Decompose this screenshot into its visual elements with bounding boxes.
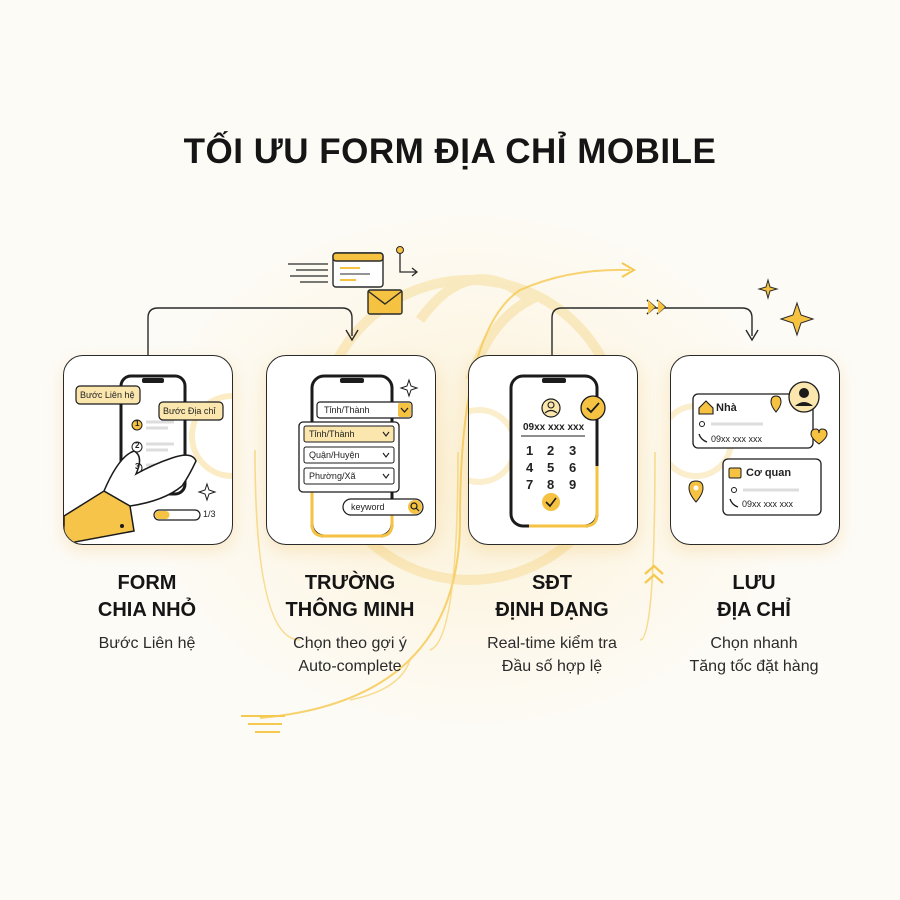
step-4-desc-line2: Tăng tốc đặt hàng [689, 658, 819, 675]
step-1-heading: FORM CHIA NHỎ [47, 570, 247, 624]
sparkle-icon [757, 278, 815, 337]
step-3-desc-line2: Đầu số hợp lệ [501, 658, 603, 675]
hand-icon [103, 450, 197, 507]
chevron-up-icon [644, 564, 664, 584]
flow-arrow-main [259, 268, 631, 719]
step-4-heading-line1: LƯU [732, 572, 776, 594]
address-home-phone: 09xx xxx xxx [711, 434, 763, 444]
speed-lines-icon [241, 715, 285, 733]
province-select-label: Tỉnh/Thành [324, 405, 370, 415]
sparkle-icon [399, 378, 419, 398]
option-district: Quận/Huyện [309, 450, 360, 460]
keypad-key: 2 [547, 443, 555, 458]
step-2-desc-line2: Auto-complete [298, 658, 402, 675]
keypad-key: 8 [547, 477, 555, 492]
sparkle-icon [197, 482, 217, 502]
location-pin-icon [688, 480, 704, 503]
step-number: 2 [135, 441, 140, 450]
keypad-key: 9 [569, 477, 577, 492]
step-1-heading-line2: CHIA NHỎ [97, 599, 197, 621]
step-card-form-split: Bước Liên hệ Bước Địa chỉ 1 2 3 1/3 [63, 355, 233, 545]
heart-icon [810, 428, 828, 445]
mail-icon [367, 289, 403, 315]
keypad-key: 7 [526, 477, 534, 492]
briefcase-icon [728, 467, 742, 479]
address-office-phone: 09xx xxx xxx [742, 499, 794, 509]
step-card-saved-address: Nhà 09xx xxx xxx Cơ quan 09xx xxx xxx [670, 355, 840, 545]
step-3-heading-line1: SĐT [532, 572, 572, 594]
step-3-desc: Real-time kiểm tra Đầu số hợp lệ [452, 632, 652, 678]
step-2-desc: Chọn theo gợi ý Auto-complete [250, 632, 450, 678]
phone-icon [729, 498, 739, 508]
province-select [316, 401, 413, 419]
phone-icon [698, 433, 708, 443]
step-card-phone-format: 09xx xxx xxx 1 2 3 4 5 6 7 8 9 [468, 355, 638, 545]
step-3-heading-line2: ĐỊNH DẠNG [495, 599, 609, 621]
home-icon [698, 400, 714, 415]
step-number: 1 [135, 419, 140, 428]
keypad-key: 6 [569, 460, 577, 475]
connector-1-2 [147, 307, 353, 356]
option-province: Tỉnh/Thành [309, 429, 355, 439]
submit-check-icon [542, 493, 560, 511]
step-3-desc-line1: Real-time kiểm tra [487, 635, 617, 652]
bubble-contact-step [75, 385, 141, 405]
step-3-heading: SĐT ĐỊNH DẠNG [452, 570, 652, 624]
bubble-address-step [158, 401, 224, 421]
network-arrow-icon [396, 246, 419, 277]
flow-arrow-head [621, 262, 636, 278]
keypad-key: 4 [526, 460, 534, 475]
bubble-address-label: Bước Địa chỉ [163, 406, 216, 416]
step-2-desc-line1: Chọn theo gợi ý [293, 635, 407, 652]
page-title: TỐI ƯU FORM ĐỊA CHỈ MOBILE [183, 132, 717, 171]
location-pin-icon [770, 395, 782, 413]
check-badge-icon [580, 395, 606, 421]
step-2-heading-line2: THÔNG MINH [285, 599, 415, 621]
step-1-desc: Bước Liên hệ [47, 632, 247, 655]
browser-window-icon [332, 252, 384, 288]
location-pin-icon [731, 487, 737, 493]
address-card-office [722, 458, 822, 516]
address-home-label: Nhà [716, 402, 737, 414]
phone-mask: 09xx xxx xxx [523, 422, 585, 433]
address-card-home [692, 393, 814, 449]
bubble-contact-label: Bước Liên hệ [80, 390, 135, 400]
step-card-smart-fields: Tỉnh/Thành Tỉnh/Thành Quận/Huyện Phường/… [266, 355, 436, 545]
address-office-label: Cơ quan [746, 467, 792, 479]
chevron-down-icon [400, 407, 409, 413]
keypad-key: 3 [569, 443, 577, 458]
motion-lines-icon [288, 263, 328, 283]
option-ward: Phường/Xã [309, 471, 356, 481]
location-pin-icon [699, 421, 705, 427]
keypad-key: 1 [526, 443, 534, 458]
step-1-heading-line1: FORM [117, 572, 177, 594]
step-4-heading: LƯU ĐỊA CHỈ [654, 570, 854, 624]
keypad-key: 5 [547, 460, 555, 475]
step-number: 3 [135, 462, 140, 471]
step-4-desc: Chọn nhanh Tăng tốc đặt hàng [654, 632, 854, 678]
progress-label: 1/3 [203, 509, 216, 519]
step-4-heading-line2: ĐỊA CHỈ [717, 599, 791, 621]
search-keyword: keyword [351, 502, 385, 512]
search-input [342, 498, 424, 516]
search-icon [410, 502, 418, 510]
step-2-heading-line1: TRƯỜNG [304, 572, 396, 594]
step-1-desc-line1: Bước Liên hệ [98, 635, 196, 652]
step-4-desc-line1: Chọn nhanh [710, 635, 798, 652]
chevron-down-icon [382, 431, 390, 479]
step-2-heading: TRƯỜNG THÔNG MINH [250, 570, 450, 624]
